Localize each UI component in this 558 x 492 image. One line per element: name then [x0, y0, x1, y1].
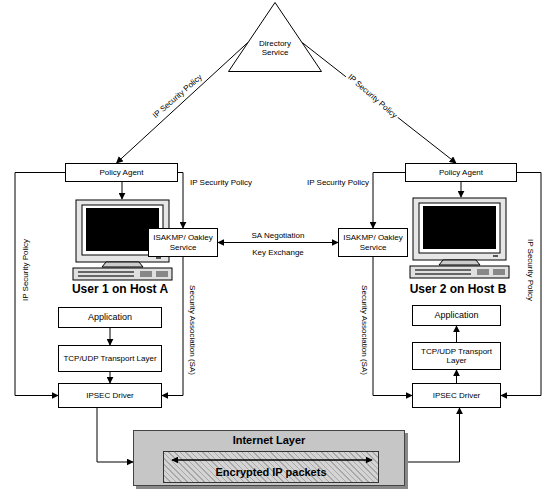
computer-icon [410, 198, 509, 278]
edge-label: IP Security Policy [526, 237, 535, 303]
triangle-outline [228, 2, 322, 72]
box-text: TCP/UDP Transport Layer [63, 354, 156, 363]
band-heading: Internet Layer [134, 434, 404, 447]
box-text: ISAKMP/ Oakley Service [152, 233, 214, 251]
connector-line [456, 326, 457, 342]
edge-label: Security Association (SA) [360, 283, 369, 377]
agent-box: Policy Agent [65, 163, 178, 182]
box-text: Policy Agent [439, 168, 483, 177]
edge-label: IP Security Policy [305, 179, 371, 188]
policy-arrow [461, 182, 462, 197]
host-label: User 2 on Host B [410, 282, 507, 296]
connector-line [117, 43, 248, 163]
host-label: User 1 on Host A [72, 282, 168, 296]
edge-label: IP Security Policy [150, 72, 206, 122]
edge-label: Security Association (SA) [188, 283, 197, 377]
policy-arrow [122, 182, 123, 199]
connector-line [373, 257, 412, 396]
connector-line [97, 408, 133, 462]
packet-text: Encrypted IP packets [164, 466, 378, 479]
layer-box: TCP/UDP Transport Layer [58, 345, 162, 372]
box-text: ISAKMP/ Oakley Service [342, 233, 404, 251]
box-text: Application [88, 312, 132, 322]
box-text: TCP/UDP Transport Layer [416, 347, 497, 365]
agent-box: Policy Agent [405, 163, 517, 182]
network-band: Internet LayerEncrypted IP packets [133, 430, 405, 486]
layer-box: Application [412, 305, 501, 326]
box-text: Application [434, 310, 478, 320]
connector-line [456, 370, 457, 383]
connector-line [178, 173, 183, 229]
double-arrow [172, 459, 372, 461]
box-text: IPSEC Driver [433, 391, 481, 400]
triangle-shape [229, 3, 322, 72]
edge-label: IP Security Policy [344, 72, 400, 122]
node-text: Directory Service [248, 39, 302, 57]
link-label: Key Exchange [250, 248, 306, 257]
service-box: ISAKMP/ Oakley Service [148, 228, 218, 257]
driver-box: IPSEC Driver [58, 383, 162, 408]
connector-line [405, 408, 460, 462]
connector-line [110, 372, 111, 383]
layer-box: Application [58, 307, 162, 328]
edge-label: SA Negotiation [250, 232, 307, 241]
packet-box: Encrypted IP packets [163, 451, 379, 483]
layer-box: TCP/UDP Transport Layer [412, 342, 501, 370]
connector-line [373, 173, 405, 229]
connector-line [110, 328, 111, 345]
directory-triangle: Directory Service [228, 2, 322, 72]
connector-line [218, 242, 338, 243]
connector-line [501, 173, 541, 396]
driver-box: IPSEC Driver [412, 383, 501, 408]
edge-label: IP Security Policy [22, 237, 31, 303]
connector-line [302, 43, 456, 163]
box-text: Policy Agent [99, 168, 143, 177]
service-box: ISAKMP/ Oakley Service [338, 228, 408, 257]
box-text: IPSEC Driver [86, 391, 134, 400]
edge-label: IP Security Policy [188, 179, 254, 188]
